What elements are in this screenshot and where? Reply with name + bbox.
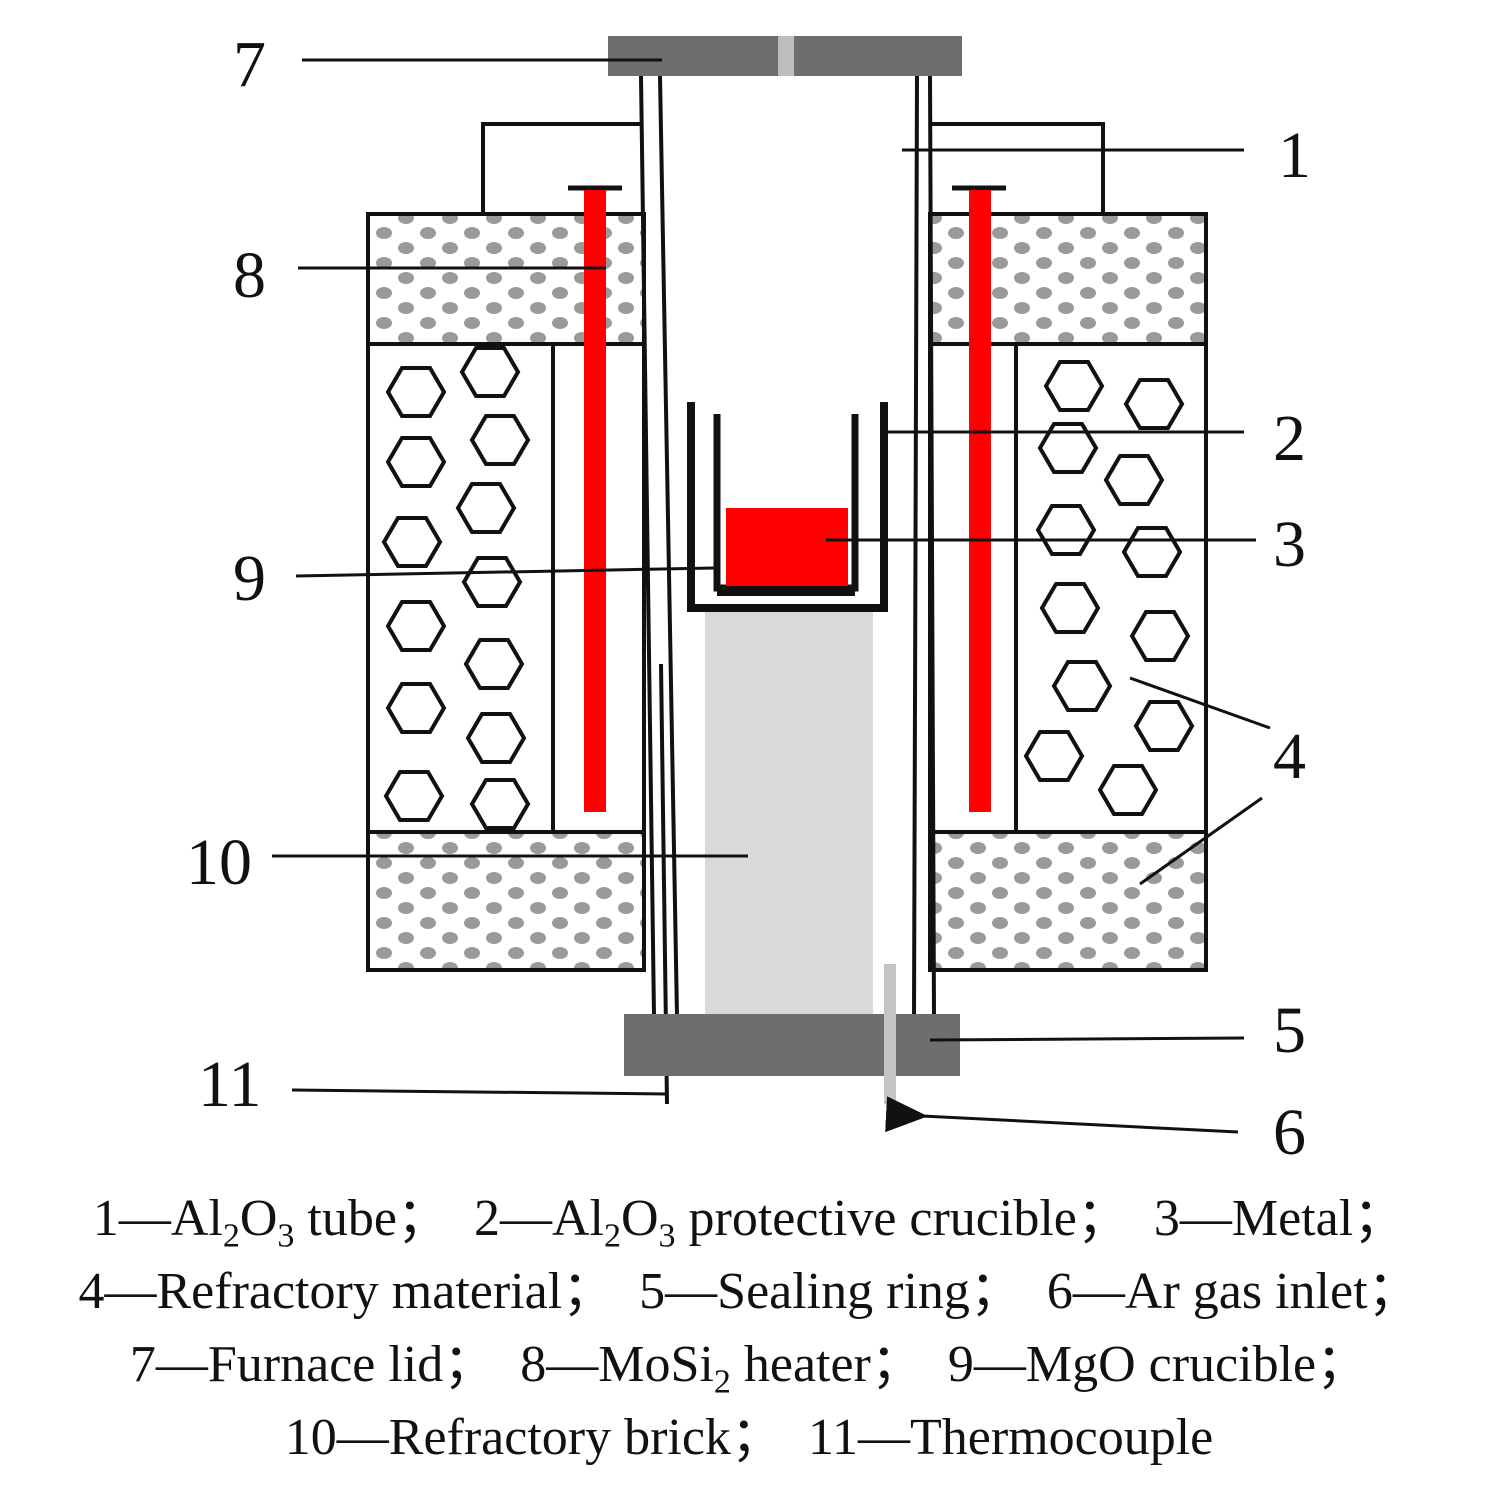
callout-2: 2 xyxy=(1273,402,1306,475)
hexagon-symbol xyxy=(385,682,447,734)
hexagon-symbol xyxy=(383,770,445,822)
leader-lines xyxy=(272,58,1271,1134)
callout-10: 10 xyxy=(186,826,252,899)
refractory-brick xyxy=(705,612,873,1014)
hexagon-symbol xyxy=(1039,582,1101,634)
hexagon-symbol xyxy=(465,712,527,764)
hexagon-symbol xyxy=(1103,454,1165,506)
legend-item-7: 7—Furnace lid； xyxy=(129,1336,496,1393)
hexagon-symbol xyxy=(385,600,447,652)
hexagon-symbol xyxy=(1129,610,1191,662)
hexagon-symbol xyxy=(1097,764,1159,816)
callout-9: 9 xyxy=(233,542,266,615)
callout-8: 8 xyxy=(233,239,266,312)
legend-item-10: 10—Refractory brick； xyxy=(284,1409,783,1466)
heater-wires xyxy=(481,122,1105,214)
callout-11: 11 xyxy=(198,1048,262,1121)
legend-line-3: 7—Furnace lid； 8—MoSi2 heater； 9—MgO cru… xyxy=(0,1328,1498,1401)
hexagon-symbol xyxy=(1051,660,1113,712)
al2o3-protective-crucible xyxy=(687,402,888,612)
legend-item-6: 6—Ar gas inlet； xyxy=(1046,1263,1420,1320)
refractory-hexagons xyxy=(381,346,1195,830)
hexagon-symbol xyxy=(461,556,523,608)
hexagon-symbol xyxy=(385,366,447,418)
hexagon-symbol xyxy=(1023,730,1085,782)
figure-legend: 1—Al2O3 tube； 2—Al2O3 protective crucibl… xyxy=(0,1182,1498,1474)
callout-1: 1 xyxy=(1278,119,1311,192)
legend-line-1: 1—Al2O3 tube； 2—Al2O3 protective crucibl… xyxy=(0,1182,1498,1255)
mosi2-heater-right xyxy=(952,185,1006,812)
callout-5: 5 xyxy=(1273,994,1306,1067)
legend-item-5: 5—Sealing ring； xyxy=(639,1263,1022,1320)
al2o3-tube xyxy=(639,75,936,1017)
legend-item-4: 4—Refractory material； xyxy=(78,1263,615,1320)
legend-item-9: 9—MgO crucible； xyxy=(947,1336,1369,1393)
hexagon-symbol xyxy=(1121,526,1183,578)
legend-item-8: 8—MoSi2 heater； xyxy=(520,1336,923,1401)
metal-melt xyxy=(726,508,848,586)
hexagon-symbol xyxy=(1043,360,1105,412)
mosi2-heater-left xyxy=(568,185,622,812)
crucible-base xyxy=(717,586,855,596)
hexagon-symbol xyxy=(1035,504,1097,556)
hexagon-symbol xyxy=(469,414,531,466)
furnace-schematic: 7 1 8 2 3 9 4 10 5 11 6 xyxy=(186,28,1311,1169)
legend-item-11: 11—Thermocouple xyxy=(807,1409,1214,1466)
legend-line-4: 10—Refractory brick； 11—Thermocouple xyxy=(0,1401,1498,1474)
legend-item-1: 1—Al2O3 tube； xyxy=(92,1190,449,1255)
hexagon-symbol xyxy=(385,436,447,488)
callout-7: 7 xyxy=(233,28,266,101)
callout-3: 3 xyxy=(1273,508,1306,581)
hexagon-symbol xyxy=(1037,422,1099,474)
hexagon-symbol xyxy=(455,482,517,534)
ar-gas-inlet-pipe xyxy=(884,964,896,1104)
hexagon-symbol xyxy=(469,778,531,830)
hexagon-symbol xyxy=(381,516,443,568)
hexagon-symbol xyxy=(1123,378,1185,430)
legend-line-2: 4—Refractory material； 5—Sealing ring； 6… xyxy=(0,1255,1498,1328)
hexagon-symbol xyxy=(463,638,525,690)
hexagon-symbol xyxy=(1133,700,1195,752)
sealing-ring xyxy=(624,1014,960,1076)
callout-4: 4 xyxy=(1273,720,1306,793)
legend-item-3: 3—Metal； xyxy=(1153,1190,1406,1247)
hexagon-symbol xyxy=(459,346,521,398)
callout-6: 6 xyxy=(1273,1096,1306,1169)
furnace-lid xyxy=(608,36,962,76)
legend-item-2: 2—Al2O3 protective crucible； xyxy=(473,1190,1129,1255)
